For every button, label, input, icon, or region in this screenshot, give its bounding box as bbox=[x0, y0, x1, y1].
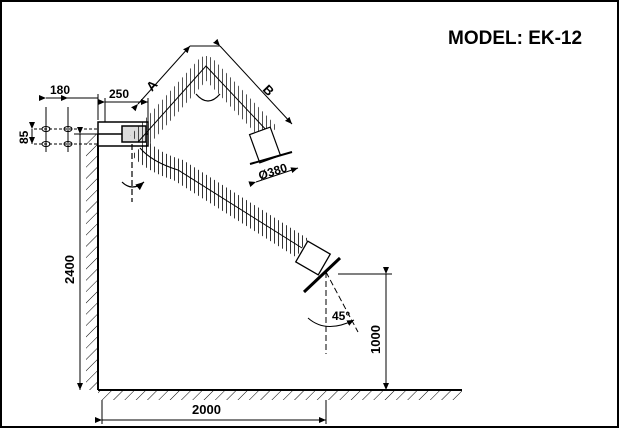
dim-hood-diameter bbox=[248, 167, 299, 188]
dim-250 bbox=[98, 98, 149, 122]
dim-1000-label: 1000 bbox=[368, 325, 383, 354]
dim-2400-label: 2400 bbox=[62, 255, 77, 284]
dim-85-label: 85 bbox=[17, 130, 31, 144]
dim-2000-label: 2000 bbox=[192, 402, 221, 417]
dim-180 bbox=[39, 94, 99, 120]
arm-extended bbox=[131, 140, 342, 294]
model-title: MODEL: EK-12 bbox=[448, 28, 583, 49]
angle-indicator bbox=[307, 271, 359, 354]
dim-arm-a-label: A bbox=[143, 77, 161, 94]
dim-arm-b-label: B bbox=[260, 82, 277, 99]
dim-1000 bbox=[338, 267, 392, 390]
angle-label: 45° bbox=[332, 309, 350, 323]
wall bbox=[86, 134, 99, 390]
dim-arm-b bbox=[213, 38, 293, 125]
dim-2000 bbox=[95, 400, 327, 424]
dim-250-label: 250 bbox=[109, 87, 129, 101]
dim-hood-diameter-label: Ø380 bbox=[257, 160, 290, 182]
dim-180-label: 180 bbox=[50, 83, 70, 97]
arm-folded bbox=[130, 56, 293, 165]
rotation-symbol bbox=[121, 144, 145, 202]
dim-2400 bbox=[74, 127, 98, 390]
hole-pattern bbox=[34, 107, 98, 152]
floor bbox=[98, 389, 462, 400]
